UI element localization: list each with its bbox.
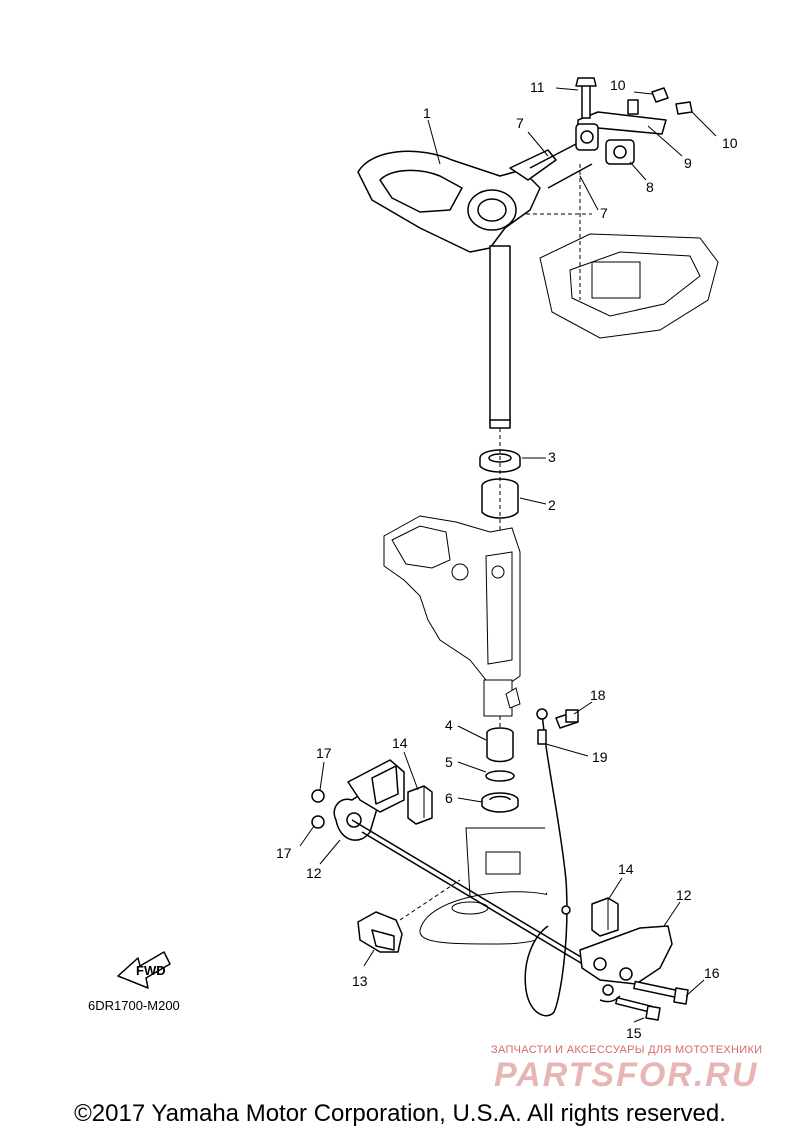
nuts-part-17	[311, 789, 325, 829]
callout-5: 5	[445, 754, 453, 770]
callout-13: 13	[352, 973, 368, 989]
callout-3: 3	[548, 449, 556, 465]
callout-4: 4	[445, 717, 453, 733]
callout-17b: 17	[276, 845, 292, 861]
drawing-code: 6DR1700-M200	[88, 998, 180, 1013]
cover-part-13	[357, 911, 403, 953]
clamp-right-part-12	[579, 925, 673, 996]
callout-12a: 12	[306, 865, 322, 881]
callout-11: 11	[530, 79, 545, 95]
pad-left-part-14	[407, 785, 433, 825]
steering-rod-lines	[351, 819, 607, 979]
bolt-part-16	[633, 980, 689, 1005]
callout-12b: 12	[676, 887, 692, 903]
callout-9: 9	[684, 155, 692, 171]
fwd-arrow-icon: FWD	[117, 951, 171, 989]
callout-7b: 7	[600, 205, 608, 221]
bushing-part-3	[479, 449, 521, 473]
callout-14b: 14	[618, 861, 634, 877]
swivel-bracket-ghost	[383, 428, 521, 717]
ground-wire-part-19	[524, 708, 621, 1017]
bushing-part-4	[486, 716, 514, 763]
callout-numbers: 1 2 3 4 5 6 7 7 8 9 10 10 11 12 12 13 14…	[276, 77, 738, 1041]
callout-8: 8	[646, 179, 654, 195]
watermark-logo: PARTSFOR.RU	[494, 1056, 759, 1094]
clamp-assembly-parts-8-9-10-11	[575, 77, 693, 165]
callout-19: 19	[592, 749, 608, 765]
copyright-notice: ©2017 Yamaha Motor Corporation, U.S.A. A…	[74, 1100, 726, 1127]
stud-bolts-part-7	[529, 143, 593, 189]
fwd-label: FWD	[136, 963, 166, 978]
seal-part-6	[481, 792, 519, 813]
callout-10a: 10	[610, 77, 626, 93]
callout-6: 6	[445, 790, 453, 806]
callout-16: 16	[704, 965, 720, 981]
callout-1: 1	[423, 105, 431, 121]
callout-leader-lines	[299, 87, 717, 1023]
callout-7a: 7	[516, 115, 524, 131]
bolt-part-18	[555, 709, 579, 729]
callout-10b: 10	[722, 135, 738, 151]
callout-14a: 14	[392, 735, 408, 751]
o-ring-part-5	[485, 770, 515, 782]
steering-bracket-part-1	[357, 149, 557, 429]
pad-right-part-14	[591, 897, 619, 937]
callout-15: 15	[626, 1025, 642, 1041]
callout-2: 2	[548, 497, 556, 513]
bolt-part-15	[615, 996, 661, 1021]
watermark-subtitle: ЗАПЧАСТИ И АКСЕССУАРЫ ДЛЯ МОТОТЕХНИКИ	[491, 1044, 763, 1056]
lower-casing-ghost	[419, 827, 567, 945]
callout-18: 18	[590, 687, 606, 703]
bottom-cowling-ghost	[526, 164, 719, 339]
callout-17a: 17	[316, 745, 332, 761]
clamp-left-part-12	[333, 759, 405, 841]
